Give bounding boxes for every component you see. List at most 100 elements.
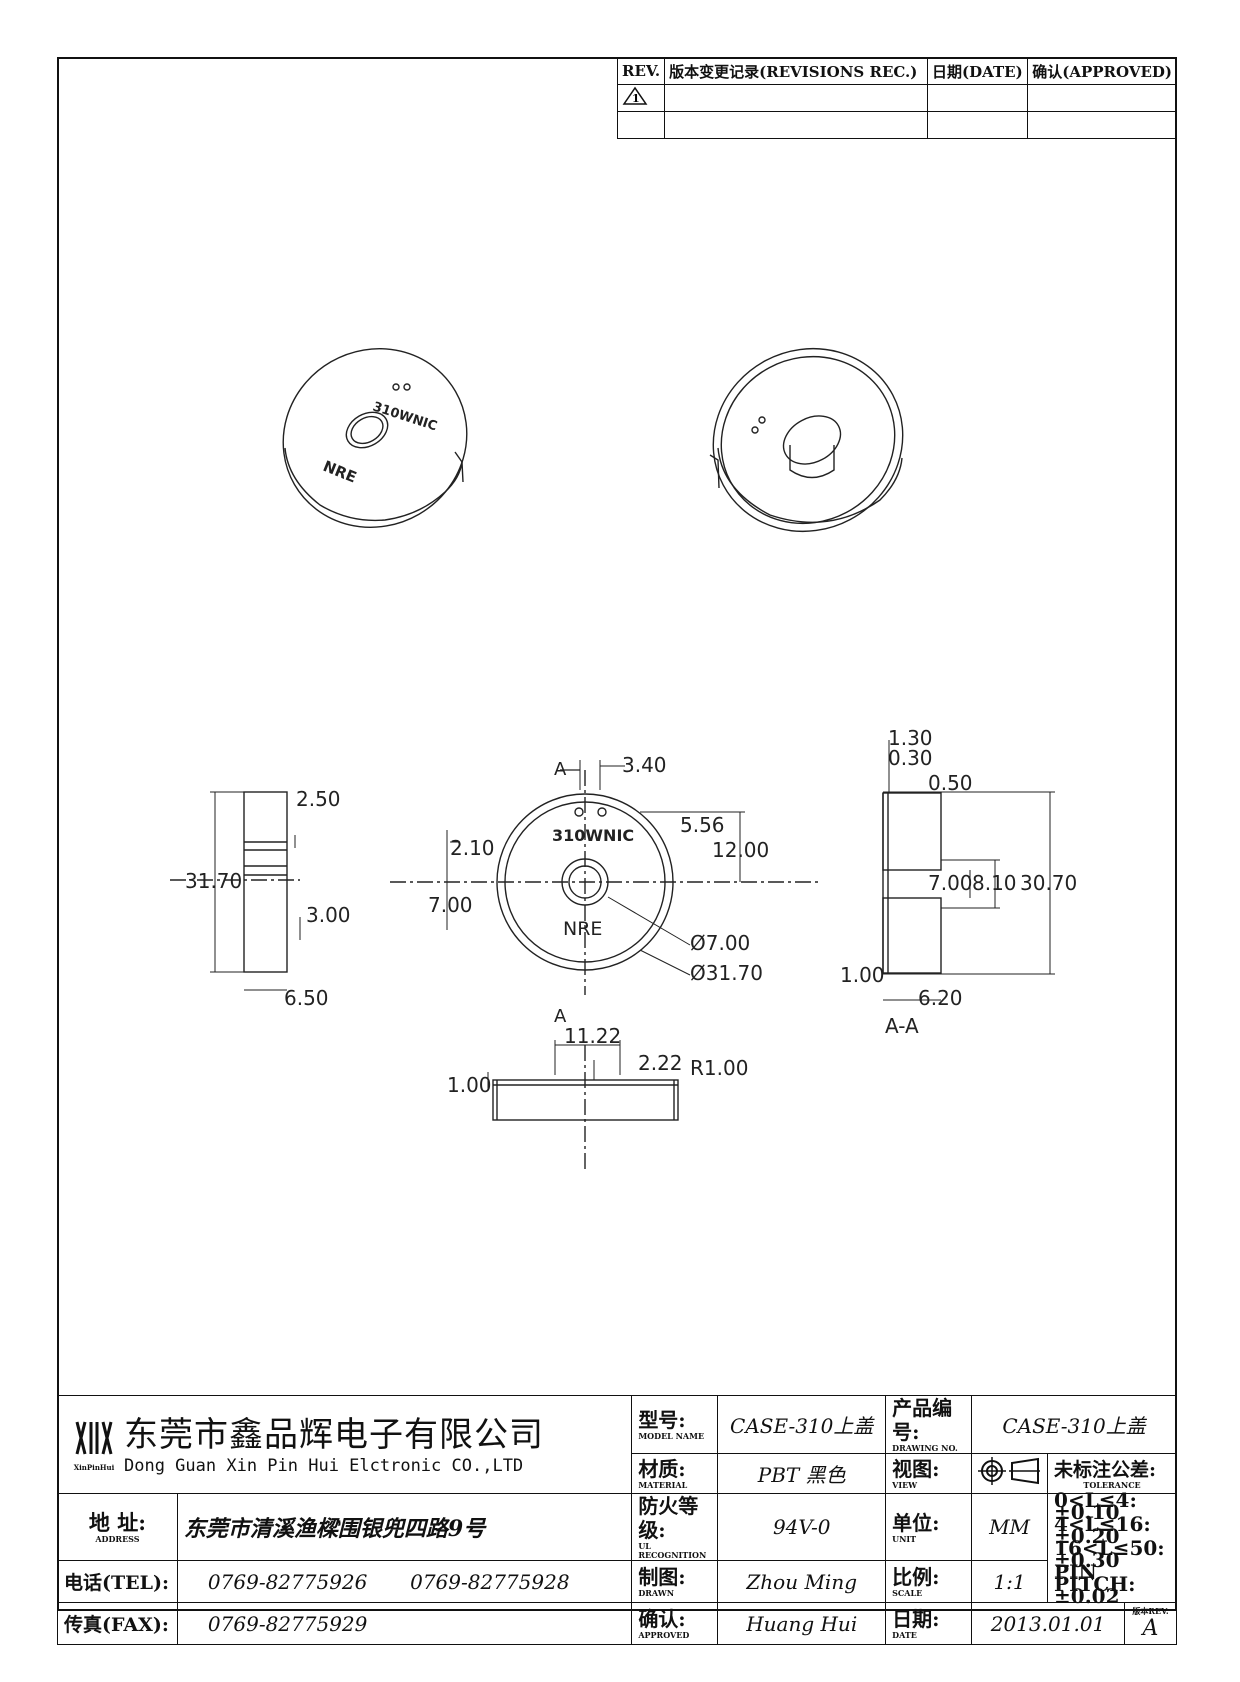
section-label: A-A [885, 1014, 919, 1038]
rev-record-header: 版本变更记录(REVISIONS REC.) [664, 57, 929, 85]
dim-0-30: 0.30 [888, 746, 933, 770]
dim-slot: 3.00 [306, 903, 351, 927]
tolerance-row: 4<L≤16:±0.20 [1054, 1512, 1151, 1548]
dim-2-10: 2.10 [450, 836, 495, 860]
front-marking-bottom: NRE [563, 918, 602, 940]
date-label: 日期: [892, 1607, 940, 1631]
drawing-no-label-cell: 产品编号:DRAWING NO. [885, 1395, 973, 1454]
technical-drawing: 310WNIC NRE 31.70 2.50 3.00 6.50 [170, 347, 1077, 1170]
tel-1: 0769-82775926 [207, 1569, 368, 1594]
approved-value: Huang Hui [717, 1602, 887, 1645]
approved-label-cell: 确认:APPROVED [631, 1602, 719, 1645]
section-a-a-view: 1.30 0.30 0.50 7.00 8.10 30.70 1.00 6.20… [840, 726, 1077, 1038]
dim-height: 31.70 [185, 869, 242, 893]
view-label-cell: 视图:VIEW [885, 1453, 973, 1494]
dim-section-7-00: 7.00 [928, 871, 973, 895]
bottom-view: 11.22 2.22 R1.00 1.00 [447, 1024, 748, 1170]
drawn-label-cell: 制图:DRAWN [631, 1560, 719, 1603]
tel-label: 电话(TEL): [64, 1571, 169, 1594]
iso-marking-bottom: NRE [321, 457, 360, 487]
logo-text: XinPinHui [73, 1462, 115, 1472]
dim-12-00: 12.00 [712, 838, 769, 862]
unit-value: MM [971, 1493, 1049, 1561]
scale-label: 比例: [892, 1565, 940, 1589]
view-label: 视图: [892, 1457, 940, 1481]
fire-label-cell: 防火等级:UL RECOGNITION [631, 1493, 719, 1561]
dim-bottom-1-00: 1.00 [447, 1073, 492, 1097]
dim-7-00: 7.00 [428, 893, 473, 917]
version-label: 版本REV. [1132, 1605, 1169, 1616]
rev-cell [664, 84, 929, 112]
title-block: XinPinHui 东莞市鑫品辉电子有限公司 Dong Guan Xin Pin… [56, 1395, 1177, 1645]
model-label-cell: 型号:MODEL NAME [631, 1395, 719, 1454]
isometric-top-view: 310WNIC NRE [282, 348, 468, 528]
drawing-no-label: 产品编号: [892, 1396, 953, 1444]
version-cell: 版本REV. A [1124, 1602, 1177, 1645]
side-view: 31.70 2.50 3.00 6.50 [170, 787, 351, 1010]
version-value: A [1142, 1615, 1159, 1641]
section-mark-bottom: A [554, 1006, 567, 1027]
fire-value: 94V-0 [717, 1493, 887, 1561]
company-cell: XinPinHui 东莞市鑫品辉电子有限公司 Dong Guan Xin Pin… [56, 1395, 633, 1494]
rev-cell [1027, 84, 1177, 112]
section-mark-top: A [554, 759, 567, 780]
unit-label: 单位: [892, 1510, 940, 1535]
projection-symbol-cell [971, 1453, 1049, 1494]
revision-table: REV. 版本变更记录(REVISIONS REC.) 日期(DATE) 确认(… [616, 57, 1177, 139]
fire-label: 防火等级: [638, 1494, 699, 1542]
material-value: PBT 黑色 [717, 1453, 887, 1494]
dim-8-10: 8.10 [972, 871, 1017, 895]
rev-cell [927, 111, 1029, 139]
address-label: 地 址: [88, 1509, 146, 1535]
material-label-cell: 材质:MATERIAL [631, 1453, 719, 1494]
front-view: 3.40 A A 5.56 12.00 2.10 7.00 Ø7.00 Ø31.… [390, 753, 820, 1027]
tolerance-row: 16<L≤50:±0.30 [1054, 1536, 1165, 1572]
fax-label: 传真(FAX): [64, 1613, 169, 1636]
tolerance-row: PIN PITCH:±0.02 [1054, 1560, 1136, 1608]
drawn-value: Zhou Ming [717, 1560, 887, 1603]
revision-triangle-icon: 1 [622, 86, 648, 105]
dim-0-50: 0.50 [928, 771, 973, 795]
rev-cell [927, 84, 1029, 112]
dim-dia-31-70: Ø31.70 [690, 961, 763, 985]
drawn-label: 制图: [638, 1565, 686, 1589]
iso-marking-top: 310WNIC [371, 400, 439, 435]
company-name-en: Dong Guan Xin Pin Hui Elctronic CO.,LTD [124, 1455, 524, 1476]
dim-6-20: 6.20 [918, 986, 963, 1010]
scale-value: 1:1 [971, 1560, 1049, 1603]
front-marking-top: 310WNIC [552, 826, 634, 845]
projection-symbol-icon [978, 1457, 1041, 1485]
company-name-cn: 东莞市鑫品辉电子有限公司 [124, 1414, 544, 1455]
dim-1-00: 1.00 [840, 963, 885, 987]
model-value: CASE-310上盖 [717, 1395, 887, 1454]
dim-width: 6.50 [284, 986, 329, 1010]
scale-label-cell: 比例:SCALE [885, 1560, 973, 1603]
fax-label-cell: 传真(FAX): [57, 1602, 178, 1645]
dim-1-30: 1.30 [888, 726, 933, 750]
rev-cell [616, 111, 666, 139]
address-value: 东莞市清溪渔樑围银兜四路9号 [176, 1493, 633, 1561]
dim-dia-7: Ø7.00 [690, 931, 750, 955]
date-label-cell: 日期:DATE [885, 1602, 973, 1645]
tolerance-table: 0<L≤4:±0.10 4<L≤16:±0.20 16<L≤50:±0.30 P… [1047, 1488, 1177, 1608]
company-logo: XinPinHui [64, 1418, 124, 1472]
dim-3-40: 3.40 [622, 753, 667, 777]
dim-5-56: 5.56 [680, 813, 725, 837]
fax-value: 0769-82775929 [176, 1602, 633, 1645]
rev-cell [664, 111, 929, 139]
drawing-no-value: CASE-310上盖 [971, 1395, 1177, 1454]
date-value: 2013.01.01 [971, 1602, 1125, 1645]
address-label-cell: 地 址:ADDRESS [57, 1493, 178, 1561]
tel-label-cell: 电话(TEL): [57, 1560, 178, 1603]
svg-text:1: 1 [632, 92, 640, 105]
dim-2-22: 2.22 [638, 1051, 683, 1075]
dim-r-1-00: R1.00 [690, 1056, 748, 1080]
material-label: 材质: [638, 1457, 686, 1481]
tolerance-row: 0<L≤4:±0.10 [1054, 1488, 1137, 1524]
approved-label: 确认: [638, 1607, 686, 1631]
tel-values: 0769-82775926 0769-82775928 [176, 1560, 633, 1603]
tolerance-label: 未标注公差: [1054, 1459, 1157, 1481]
dim-tab: 2.50 [296, 787, 341, 811]
logo-icon [75, 1421, 113, 1454]
tel-2: 0769-82775928 [410, 1569, 570, 1594]
